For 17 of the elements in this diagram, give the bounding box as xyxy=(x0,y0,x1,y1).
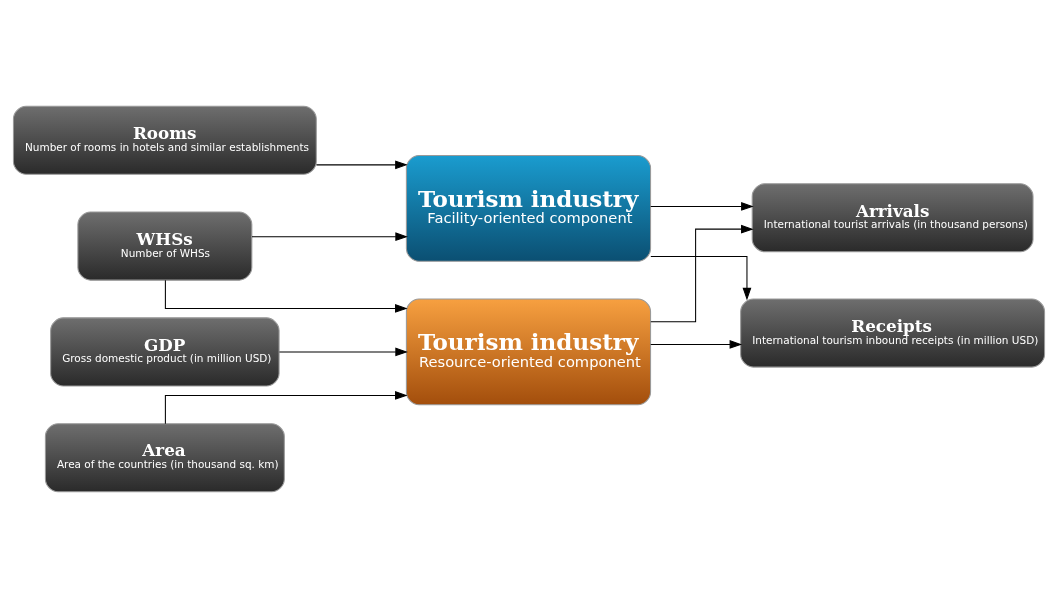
arrow xyxy=(315,160,408,170)
node-box: Rooms Number of rooms in hotels and similar establishments xyxy=(12,105,317,175)
arrow xyxy=(650,256,752,301)
node-box: GDP Gross domestic product (in million USD) xyxy=(50,317,280,387)
node-box: Receipts International tourism inbound receipts (in million USD) xyxy=(740,298,1046,368)
arrow xyxy=(650,340,743,349)
arrow xyxy=(164,279,408,313)
node-box: Arrivals International tourist arrivals (in thousand persons) xyxy=(751,183,1034,253)
arrow xyxy=(650,224,754,323)
node-box: Tourism industry Facility-oriented component xyxy=(405,154,652,262)
arrow xyxy=(164,391,408,425)
node-box: WHSs Number of WHSs xyxy=(77,211,253,281)
node-box: Tourism industry Resource-oriented component xyxy=(405,298,652,406)
node-box: Area Area of the countries (in thousand sq. km) xyxy=(44,423,285,493)
arrow xyxy=(278,347,408,357)
arrow xyxy=(650,202,754,211)
arrow xyxy=(251,232,408,242)
